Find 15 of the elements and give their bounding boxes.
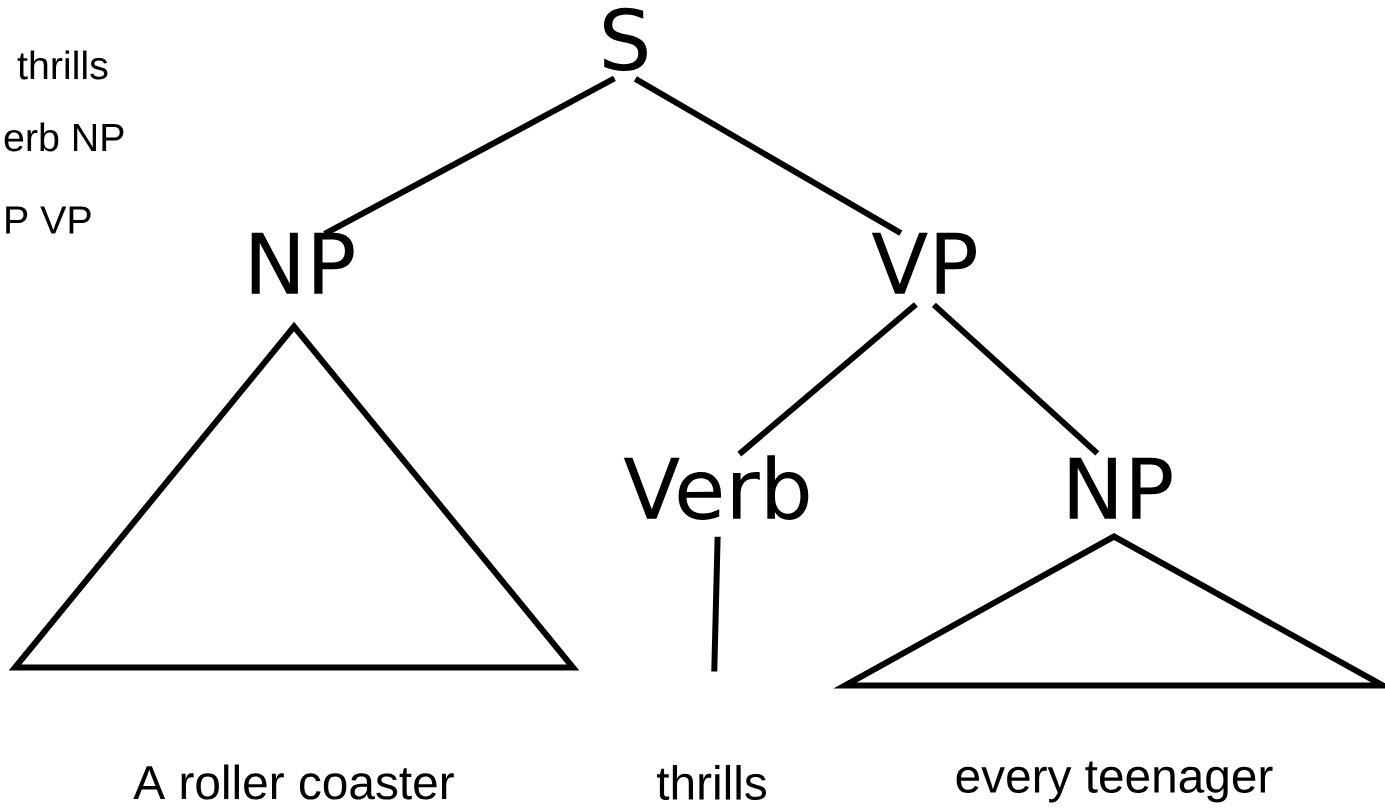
tree-branch bbox=[737, 302, 918, 457]
phrase-label: every teenager bbox=[956, 761, 1273, 803]
tree-branch bbox=[711, 536, 721, 672]
tree-branch bbox=[633, 76, 903, 236]
node-label: thrills bbox=[656, 764, 766, 801]
node-label: Verb bbox=[623, 455, 809, 520]
tree-branch bbox=[931, 302, 1100, 456]
phrase-label: A roller coaster bbox=[133, 764, 454, 800]
rule-text: erb NP bbox=[4, 122, 124, 152]
node-label: VP bbox=[871, 232, 976, 294]
node-label: NP bbox=[1069, 457, 1172, 519]
rule-text: P VP bbox=[6, 206, 91, 234]
rule-text: thrills bbox=[17, 50, 108, 80]
node-label: S bbox=[603, 7, 647, 71]
node-label: NP bbox=[251, 232, 354, 294]
